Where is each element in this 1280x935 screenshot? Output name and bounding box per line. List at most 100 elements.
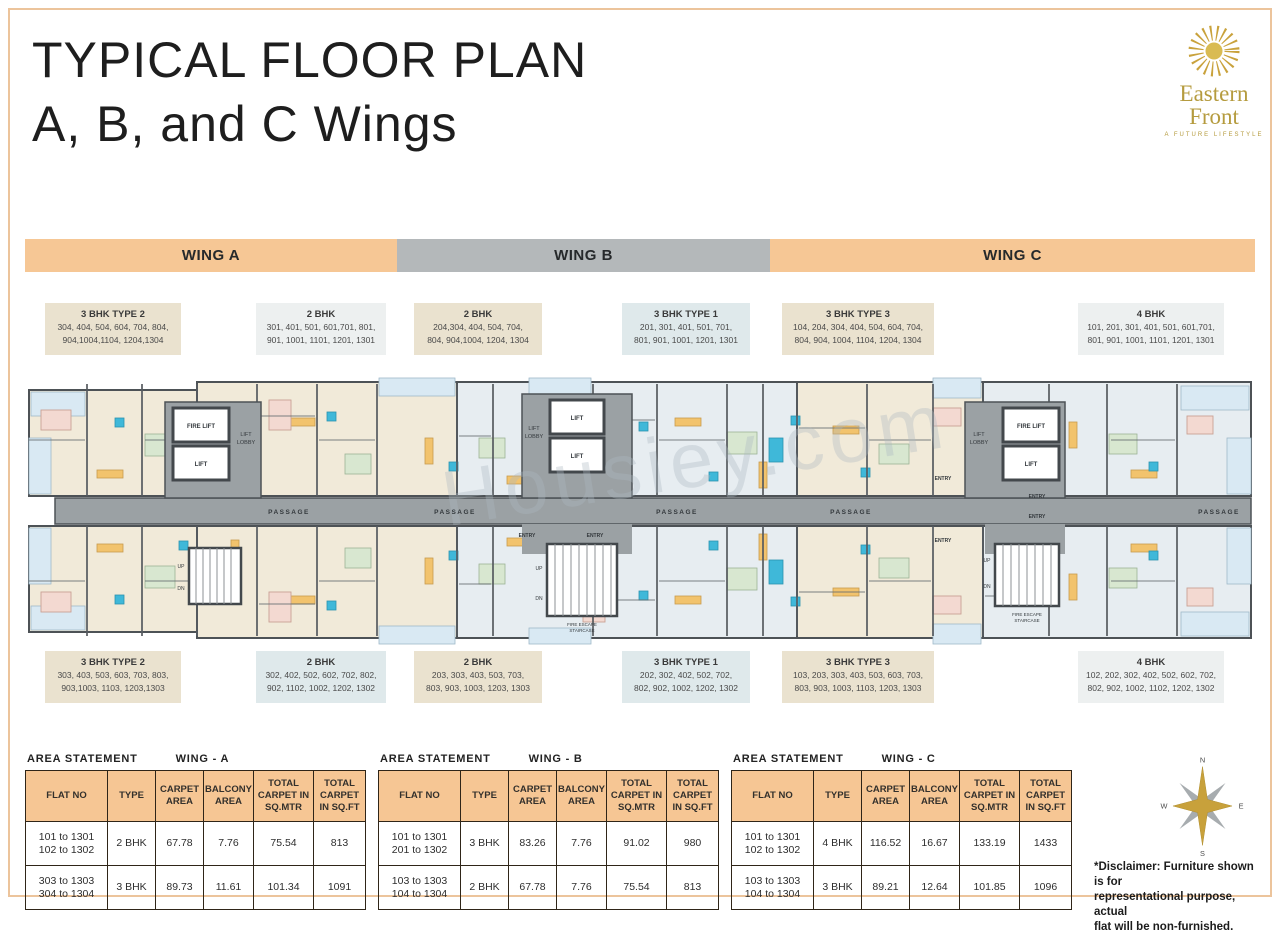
unit-flats: 201, 301, 401, 501, 701, xyxy=(639,322,733,332)
unit-label-bottom-4: 3 BHK TYPE 1 202, 302, 402, 502, 702, 80… xyxy=(622,651,750,703)
passage-label: PASSAGE xyxy=(1198,509,1240,516)
flat-range: 102 to 1302 xyxy=(38,843,95,856)
flat-range: 103 to 1303 xyxy=(391,874,448,887)
unit-flats: 801, 901, 1001, 1101, 1201, 1301 xyxy=(1087,335,1215,345)
balcony-area: 7.76 xyxy=(556,821,607,866)
total-sqmtr: 75.54 xyxy=(606,865,667,910)
col-carpet-area: CARPET AREA xyxy=(155,770,204,822)
compass-s: S xyxy=(1200,849,1205,858)
unit-label-top-1: 3 BHK TYPE 2 304, 404, 504, 604, 704, 80… xyxy=(45,303,181,355)
unit-flats: 202, 302, 402, 502, 702, xyxy=(639,670,733,680)
unit-flats: 904,1004,1104, 1204,1304 xyxy=(62,335,164,345)
unit-label-bottom-1: 3 BHK TYPE 2 303, 403, 503, 603, 703, 80… xyxy=(45,651,181,703)
carpet-area: 116.52 xyxy=(861,821,910,866)
flat-range: 103 to 1303 xyxy=(744,874,801,887)
col-total-sqmtr: TOTAL CARPET IN SQ.MTR xyxy=(606,770,667,822)
unit-label-bottom-2: 2 BHK 302, 402, 502, 602, 702, 802, 902,… xyxy=(256,651,386,703)
balcony-area: 11.61 xyxy=(203,865,254,910)
flat-type: 2 BHK xyxy=(460,865,509,910)
table-header-row: FLAT NO TYPE CARPET AREA BALCONY AREA TO… xyxy=(25,770,366,822)
entry-label: ENTRY xyxy=(935,476,952,482)
unit-type: 2 BHK xyxy=(306,309,336,320)
fire-escape-label: FIRE ESCAPE xyxy=(567,622,597,627)
unit-flats: 802, 902, 1002, 1102, 1202, 1302 xyxy=(1087,683,1215,693)
balcony-area: 12.64 xyxy=(909,865,960,910)
compass-w: W xyxy=(1160,801,1167,810)
compass-rose: N E S W xyxy=(1160,756,1243,859)
col-type: TYPE xyxy=(460,770,509,822)
area-table: FLAT NO TYPE CARPET AREA BALCONY AREA TO… xyxy=(731,770,1072,910)
flat-type: 4 BHK xyxy=(813,821,862,866)
unit-label-top-6: 4 BHK 101, 201, 301, 401, 501, 601,701, … xyxy=(1078,303,1224,355)
balcony-area: 7.76 xyxy=(556,865,607,910)
lift-label: LIFT xyxy=(195,462,208,468)
fire-escape-label: STAIRCASE xyxy=(569,628,594,633)
entry-label: ENTRY xyxy=(935,538,952,544)
unit-label-bottom-5: 3 BHK TYPE 3 103, 203, 303, 403, 503, 60… xyxy=(782,651,934,703)
lift-label: LIFT xyxy=(1025,462,1038,468)
area-statement-title: AREA STATEMENT xyxy=(27,753,138,765)
unit-type: 2 BHK xyxy=(463,309,493,320)
total-sqmtr: 133.19 xyxy=(959,821,1020,866)
wing-name: WING - C xyxy=(881,753,936,765)
area-table-wing-b: AREA STATEMENT WING - B FLAT NO TYPE CAR… xyxy=(378,753,719,910)
col-carpet-area: CARPET AREA xyxy=(508,770,557,822)
col-flat-no: FLAT NO xyxy=(731,770,814,822)
total-sqmtr: 91.02 xyxy=(606,821,667,866)
unit-flats: 902, 1102, 1002, 1202, 1302 xyxy=(266,683,376,693)
col-balcony-area: BALCONY AREA xyxy=(909,770,960,822)
unit-flats: 101, 201, 301, 401, 501, 601,701, xyxy=(1087,322,1215,332)
col-type: TYPE xyxy=(813,770,862,822)
unit-flats: 803, 903, 1003, 1203, 1303 xyxy=(426,683,530,693)
col-total-sqft: TOTAL CARPET IN SQ.FT xyxy=(1019,770,1072,822)
lift-label: LIFT xyxy=(571,416,584,422)
dn-label: DN xyxy=(983,584,991,590)
wing-a-header: WING A xyxy=(25,239,397,272)
sunburst-icon xyxy=(1188,25,1240,77)
total-sqmtr: 101.85 xyxy=(959,865,1020,910)
unit-flats: 901, 1001, 1101, 1201, 1301 xyxy=(266,335,376,345)
flat-range: 101 to 1301 xyxy=(38,830,95,843)
lift-lobby-label: LOBBY xyxy=(970,440,989,446)
carpet-area: 89.73 xyxy=(155,865,204,910)
col-type: TYPE xyxy=(107,770,156,822)
floor-plan: Housiey.com FIRE LIFT LIFT LIFT LOBBY LI… xyxy=(28,376,1252,645)
up-label: UP xyxy=(536,566,544,572)
unit-type: 3 BHK TYPE 2 xyxy=(81,657,145,668)
unit-flats: 104, 204, 304, 404, 504, 604, 704, xyxy=(793,322,923,332)
unit-flats: 903,1003, 1103, 1203,1303 xyxy=(61,683,165,693)
total-sqft: 813 xyxy=(666,865,719,910)
unit-flats: 203, 303, 403, 503, 703, xyxy=(431,670,525,680)
wing-b-header: WING B xyxy=(397,239,770,272)
flat-range: 104 to 1304 xyxy=(744,887,801,900)
compass-n: N xyxy=(1200,756,1205,765)
fire-escape-label: STAIRCASE xyxy=(1014,618,1039,623)
dn-label: DN xyxy=(535,596,543,602)
unit-type: 2 BHK xyxy=(463,657,493,668)
carpet-area: 83.26 xyxy=(508,821,557,866)
col-flat-no: FLAT NO xyxy=(378,770,461,822)
col-total-sqft: TOTAL CARPET IN SQ.FT xyxy=(666,770,719,822)
lift-lobby-label: LIFT xyxy=(528,426,540,432)
area-table: FLAT NO TYPE CARPET AREA BALCONY AREA TO… xyxy=(25,770,366,910)
unit-type: 4 BHK xyxy=(1136,309,1166,320)
carpet-area: 67.78 xyxy=(508,865,557,910)
entry-label: ENTRY xyxy=(587,533,604,539)
page-title-line1: TYPICAL FLOOR PLAN xyxy=(32,32,588,88)
entry-label: ENTRY xyxy=(1029,514,1046,520)
unit-flats: 803, 903, 1003, 1103, 1203, 1303 xyxy=(794,683,922,693)
fire-lift-label: FIRE LIFT xyxy=(187,424,215,430)
passage-label: PASSAGE xyxy=(434,509,476,516)
col-flat-no: FLAT NO xyxy=(25,770,108,822)
unit-flats: 204,304, 404, 504, 704, xyxy=(433,322,523,332)
lift-lobby-label: LIFT xyxy=(240,432,252,438)
passage-label: PASSAGE xyxy=(830,509,872,516)
